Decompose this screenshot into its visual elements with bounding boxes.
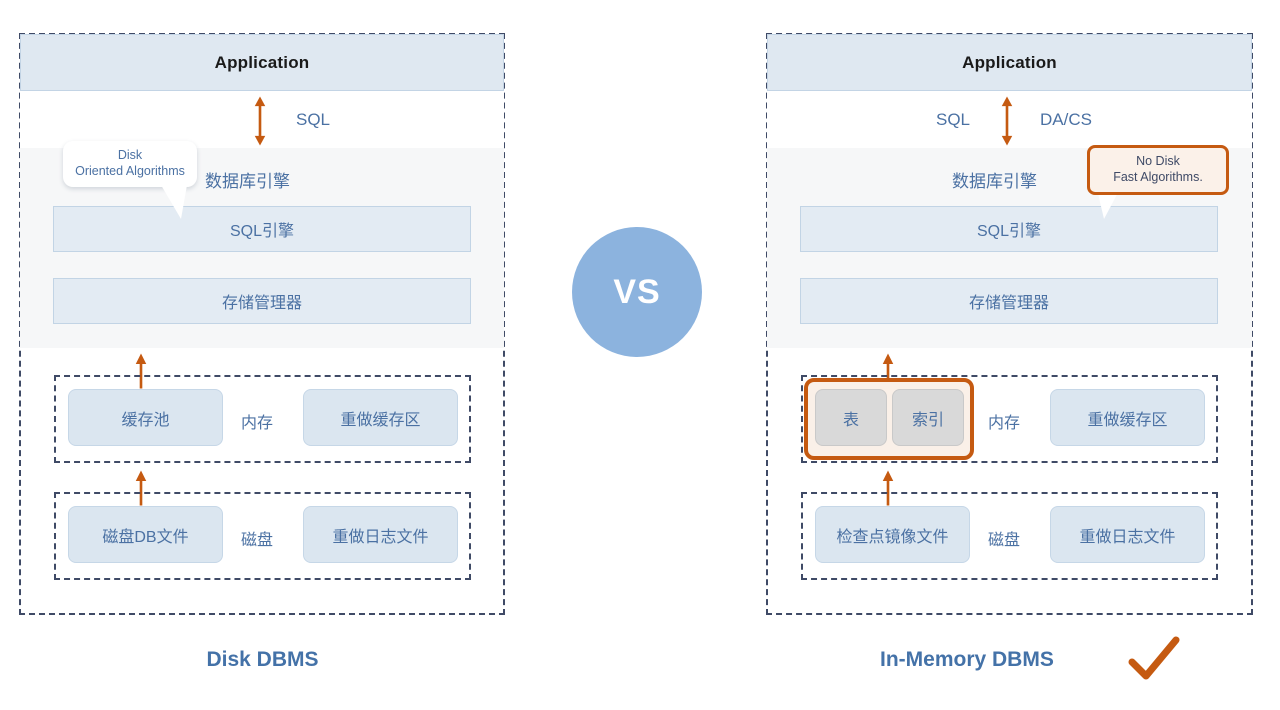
callout-disk-oriented-left: Disk Oriented Algorithms	[63, 141, 197, 188]
callout-tail-left	[161, 185, 187, 219]
memory-label-right: 内存	[988, 415, 1021, 432]
callout-no-disk-right: No Disk Fast Algorithms.	[1087, 145, 1229, 196]
disk-region-left	[54, 492, 471, 580]
table-pill-right[interactable]: 表	[815, 389, 887, 446]
storage-manager-box-left[interactable]: 存储管理器	[53, 278, 471, 324]
callout-line-2: Fast Algorithms.	[1113, 169, 1203, 184]
disk-label-right: 磁盘	[988, 532, 1021, 549]
sql-engine-box-right[interactable]: SQL引擎	[800, 206, 1218, 252]
index-pill-right[interactable]: 索引	[892, 389, 964, 446]
callout-line-1: Disk	[117, 148, 143, 162]
caption-disk-dbms: Disk DBMS	[206, 648, 319, 671]
sql-double-arrow-right	[1001, 96, 1013, 146]
callout-line-2: Oriented Algorithms	[75, 163, 185, 178]
vs-badge: VS	[572, 227, 702, 357]
disk-to-memory-arrow-left	[135, 470, 147, 506]
memory-region-left	[54, 375, 471, 463]
check-mark-icon	[1128, 636, 1180, 680]
redo-buffer-pill-right[interactable]: 重做缓存区	[1050, 389, 1205, 446]
sql-interface-label-left: SQL	[296, 110, 331, 129]
checkpoint-image-file-pill-right[interactable]: 检查点镜像文件	[815, 506, 970, 563]
disk-label-left: 磁盘	[241, 532, 274, 549]
dacs-interface-label-right: DA/CS	[1040, 110, 1092, 129]
disk-dbms-panel: Application SQL 数据库引擎 SQL引擎 存储管理器 Disk O…	[19, 33, 505, 615]
caption-in-memory-dbms: In-Memory DBMS	[880, 648, 1054, 671]
redo-log-file-pill-left[interactable]: 重做日志文件	[303, 506, 458, 563]
application-bar-left: Application	[20, 34, 504, 91]
disk-region-right	[801, 492, 1218, 580]
callout-line-1: No Disk	[1136, 154, 1180, 168]
redo-buffer-pill-left[interactable]: 重做缓存区	[303, 389, 458, 446]
disk-db-file-pill-left[interactable]: 磁盘DB文件	[68, 506, 223, 563]
storage-manager-box-right[interactable]: 存储管理器	[800, 278, 1218, 324]
engine-title-left: 数据库引擎	[205, 172, 290, 191]
memory-region-right	[801, 375, 1218, 463]
disk-to-memory-arrow-right	[882, 470, 894, 506]
memory-label-left: 内存	[241, 415, 274, 432]
application-bar-right: Application	[767, 34, 1252, 91]
buffer-pool-pill-left[interactable]: 缓存池	[68, 389, 223, 446]
memory-to-engine-arrow-left	[135, 353, 147, 389]
sql-interface-label-right: SQL	[936, 110, 971, 129]
sql-engine-box-left[interactable]: SQL引擎	[53, 206, 471, 252]
engine-title-right: 数据库引擎	[952, 172, 1037, 191]
sql-double-arrow-left	[254, 96, 266, 146]
in-memory-dbms-panel: Application SQL DA/CS 数据库引擎 SQL引擎 存储管理器 …	[766, 33, 1253, 615]
redo-log-file-pill-right[interactable]: 重做日志文件	[1050, 506, 1205, 563]
